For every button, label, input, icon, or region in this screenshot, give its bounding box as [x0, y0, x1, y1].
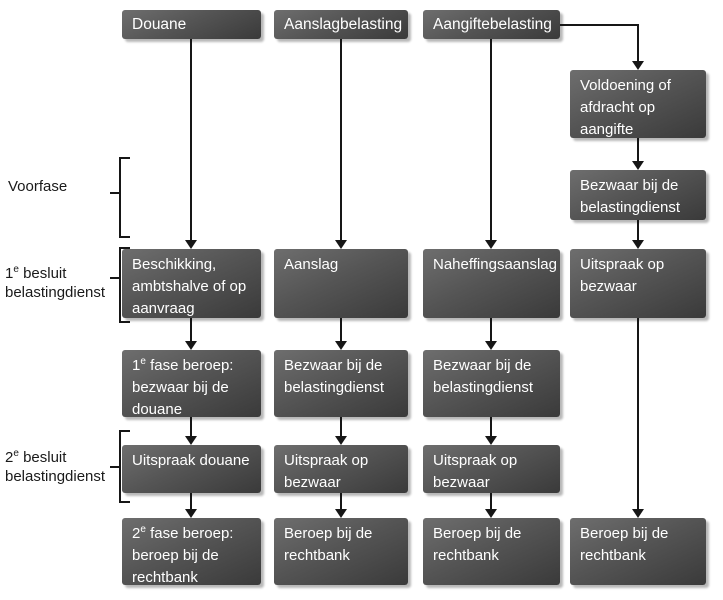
bracket-1e-besluit-tick [110, 277, 119, 279]
node-beschikking: Beschikking, ambtshalve of op aanvraag [122, 249, 261, 318]
arrow-bezwaar-to-uitspraak-col2 [340, 417, 342, 436]
arrow-uitspraak-to-beroep-col3 [490, 493, 492, 509]
node-uitspraak-op-bezwaar-col4: Uitspraak op bezwaar [570, 249, 706, 318]
arrow-uitspraak-col4-to-beroep [637, 318, 639, 509]
bracket-2e-besluit [119, 430, 130, 503]
arrow-naheffingsaanslag-to-bezwaar [490, 318, 492, 341]
bracket-voorfase-tick [110, 192, 119, 194]
arrow-1e-fase-to-uitspraak-douane [190, 417, 192, 436]
node-2e-fase-beroep: 2e fase beroep: beroep bij de rechtbank [122, 518, 261, 586]
label-2e-besluit-belastingdienst: 2e besluit belastingdienst [5, 448, 106, 486]
arrow-beschikking-to-1e-fase [190, 318, 192, 341]
label-voorfase: Voorfase [8, 178, 68, 195]
node-bezwaar-belastingdienst-col2: Bezwaar bij de belastingdienst [274, 350, 408, 417]
arrow-to-voldoening [637, 24, 639, 61]
node-beroep-rechtbank-col3: Beroep bij de rechtbank [423, 518, 560, 585]
node-1e-fase-beroep: 1e fase beroep: bezwaar bij de douane [122, 350, 261, 418]
node-bezwaar-belastingdienst-voorfase: Bezwaar bij de belastingdienst [570, 170, 706, 220]
label-1e-besluit-belastingdienst: 1e besluit belastingdienst [5, 264, 106, 302]
arrow-aanslag-to-bezwaar [340, 318, 342, 341]
bracket-1e-besluit [119, 247, 130, 323]
arrow-bezwaar-to-uitspraak-col3 [490, 417, 492, 436]
node-uitspraak-douane: Uitspraak douane [122, 445, 261, 493]
node-aangiftebelasting: Aangiftebelasting [423, 10, 560, 39]
node-uitspraak-op-bezwaar-col3: Uitspraak op bezwaar [423, 445, 560, 493]
node-beroep-rechtbank-col2: Beroep bij de rechtbank [274, 518, 408, 585]
arrow-bezwaar-to-uitspraak-col4 [637, 220, 639, 240]
connector-aangiftebelasting-horizontal [560, 24, 639, 26]
arrow-uitspraak-to-beroep-col2 [340, 493, 342, 509]
arrow-aangiftebelasting-to-naheffingsaanslag [490, 39, 492, 240]
bracket-2e-besluit-tick [110, 466, 119, 468]
arrow-aanslagbelasting-to-aanslag [340, 39, 342, 240]
arrow-douane-to-beschikking [190, 39, 192, 240]
node-beroep-rechtbank-col4: Beroep bij de rechtbank [570, 518, 706, 585]
node-voldoening-of-afdracht: Voldoening of afdracht op aangifte [570, 70, 706, 138]
node-bezwaar-belastingdienst-col3: Bezwaar bij de belastingdienst [423, 350, 560, 417]
node-aanslag: Aanslag [274, 249, 408, 318]
node-uitspraak-op-bezwaar-col2: Uitspraak op bezwaar [274, 445, 408, 493]
arrow-voldoening-to-bezwaar [637, 138, 639, 161]
node-naheffingsaanslag: Naheffingsaanslag [423, 249, 560, 318]
node-aanslagbelasting: Aanslagbelasting [274, 10, 408, 39]
arrow-uitspraak-douane-to-2e-fase [190, 493, 192, 509]
bracket-voorfase [119, 157, 130, 238]
node-douane: Douane [122, 10, 261, 39]
